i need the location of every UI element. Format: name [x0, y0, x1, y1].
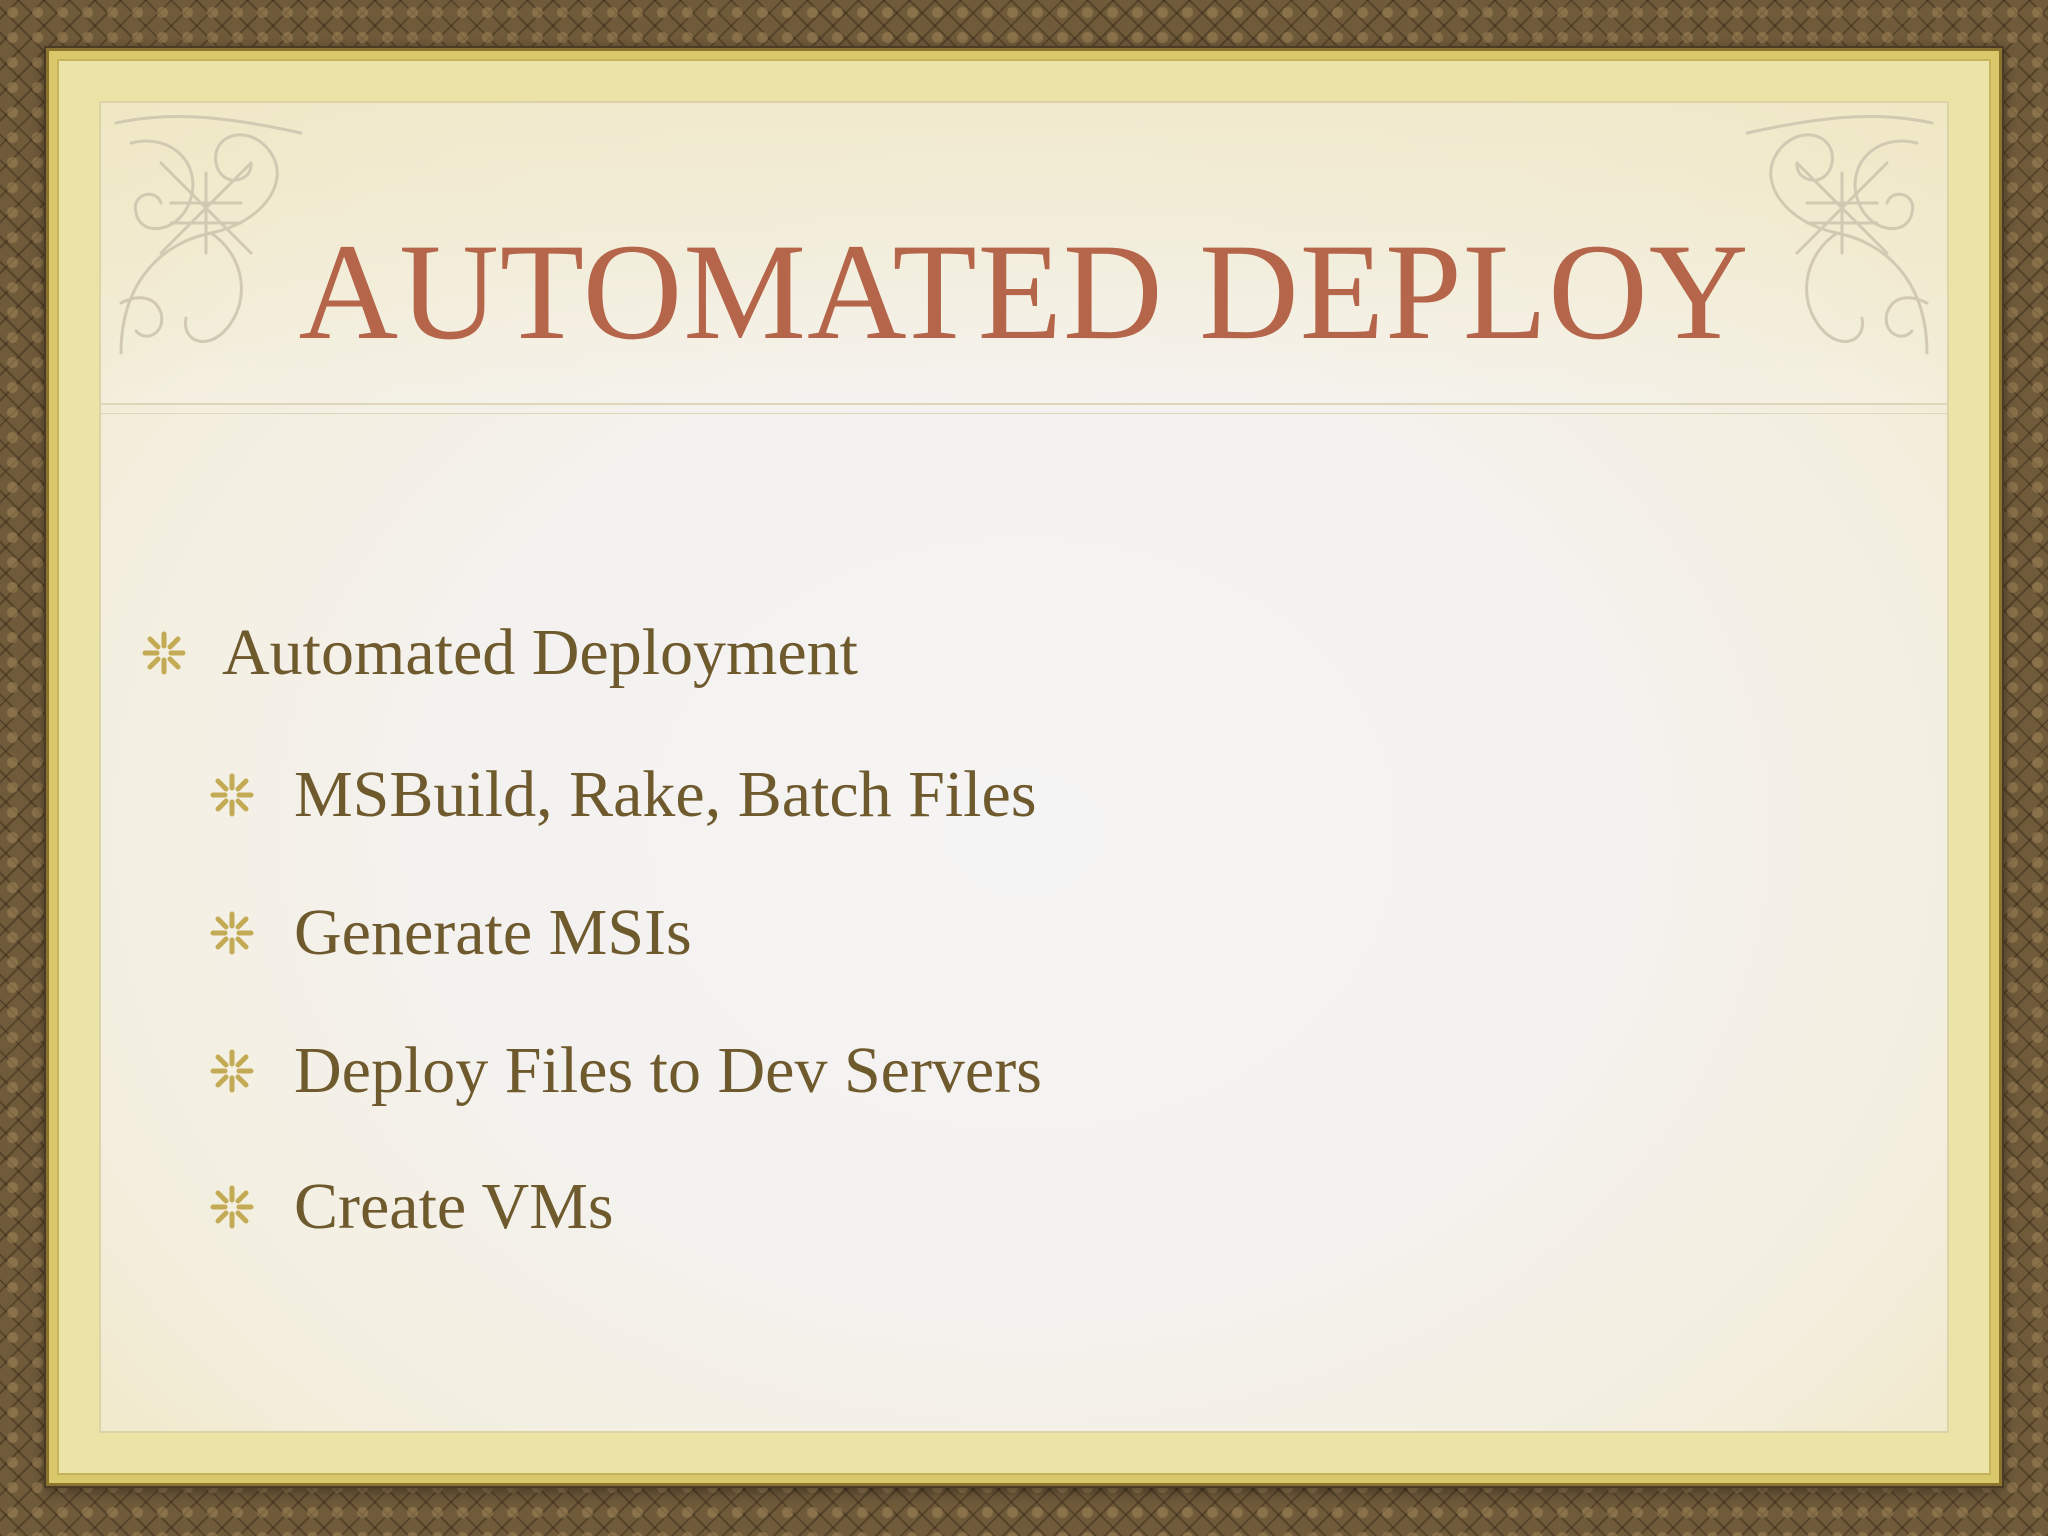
bullet-item-level-2: Create VMs [208, 1174, 614, 1240]
bullet-text: MSBuild, Rake, Batch Files [294, 758, 1037, 831]
asterisk-flower-icon [210, 911, 254, 955]
bullet-text: Generate MSIs [294, 896, 692, 969]
bullet-text: Automated Deployment [222, 616, 859, 689]
bullet-text: Deploy Files to Dev Servers [294, 1034, 1042, 1107]
slide-mat: AUTOMATED DEPLOY [57, 59, 1991, 1475]
flourish-ornament-icon [1745, 114, 1934, 355]
slide-title: AUTOMATED DEPLOY [298, 215, 1750, 368]
title-divider-thin [101, 413, 1947, 414]
asterisk-flower-icon [210, 773, 254, 817]
flourish-ornament-icon [114, 114, 303, 355]
bullet-item-level-1: Automated Deployment [140, 620, 858, 686]
asterisk-flower-icon [210, 1049, 254, 1093]
asterisk-flower-icon [142, 631, 186, 675]
bullet-item-level-2: Generate MSIs [208, 900, 692, 966]
bullet-item-level-2: Deploy Files to Dev Servers [208, 1038, 1042, 1104]
title-band [101, 103, 1947, 403]
bullet-item-level-2: MSBuild, Rake, Batch Files [208, 762, 1037, 828]
bullet-text: Create VMs [294, 1170, 614, 1243]
slide-frame: AUTOMATED DEPLOY [46, 48, 2002, 1486]
asterisk-flower-icon [210, 1185, 254, 1229]
slide-canvas: AUTOMATED DEPLOY [99, 101, 1949, 1433]
title-divider [101, 403, 1947, 405]
